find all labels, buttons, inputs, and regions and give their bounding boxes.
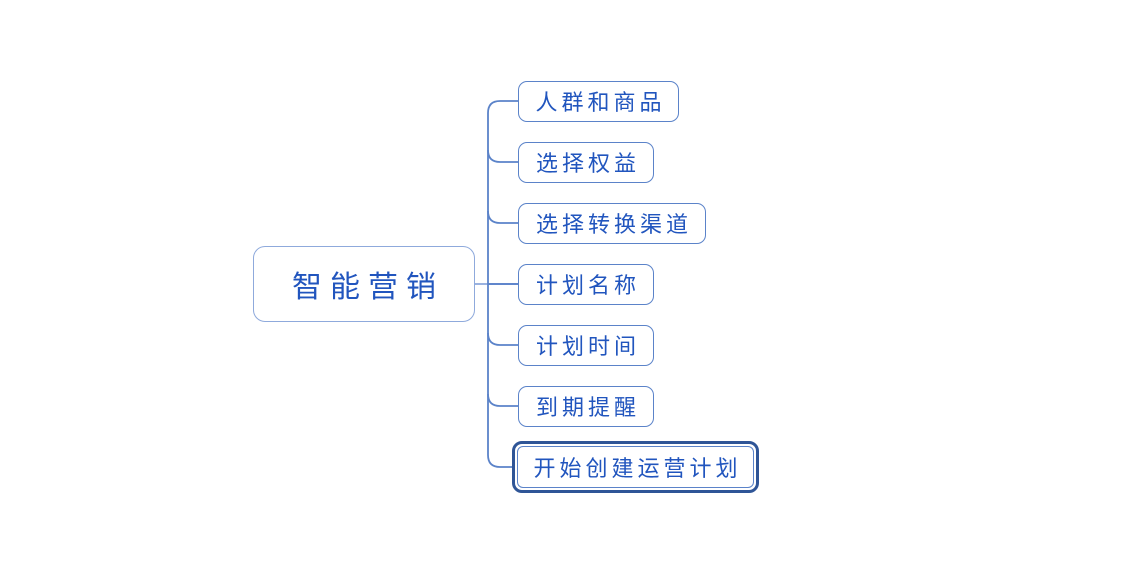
topic-node-expiry-reminder[interactable]: 到期提醒 (518, 385, 654, 427)
topic-node-plan-name[interactable]: 计划名称 (518, 263, 654, 305)
topic-node-select-conversion-channel[interactable]: 选择转换渠道 (518, 202, 706, 244)
topic-node-select-benefits[interactable]: 选择权益 (518, 141, 654, 183)
topic-node-crowd-and-products[interactable]: 人群和商品 (518, 80, 679, 122)
topic-node-start-create-operation-plan-selected[interactable]: 开始创建运营计划 (512, 441, 759, 493)
central-topic-node[interactable]: 智能营销 (253, 246, 475, 322)
topic-node-plan-time[interactable]: 计划时间 (518, 324, 654, 366)
topic-node-start-create-operation-plan[interactable]: 开始创建运营计划 (517, 446, 754, 488)
